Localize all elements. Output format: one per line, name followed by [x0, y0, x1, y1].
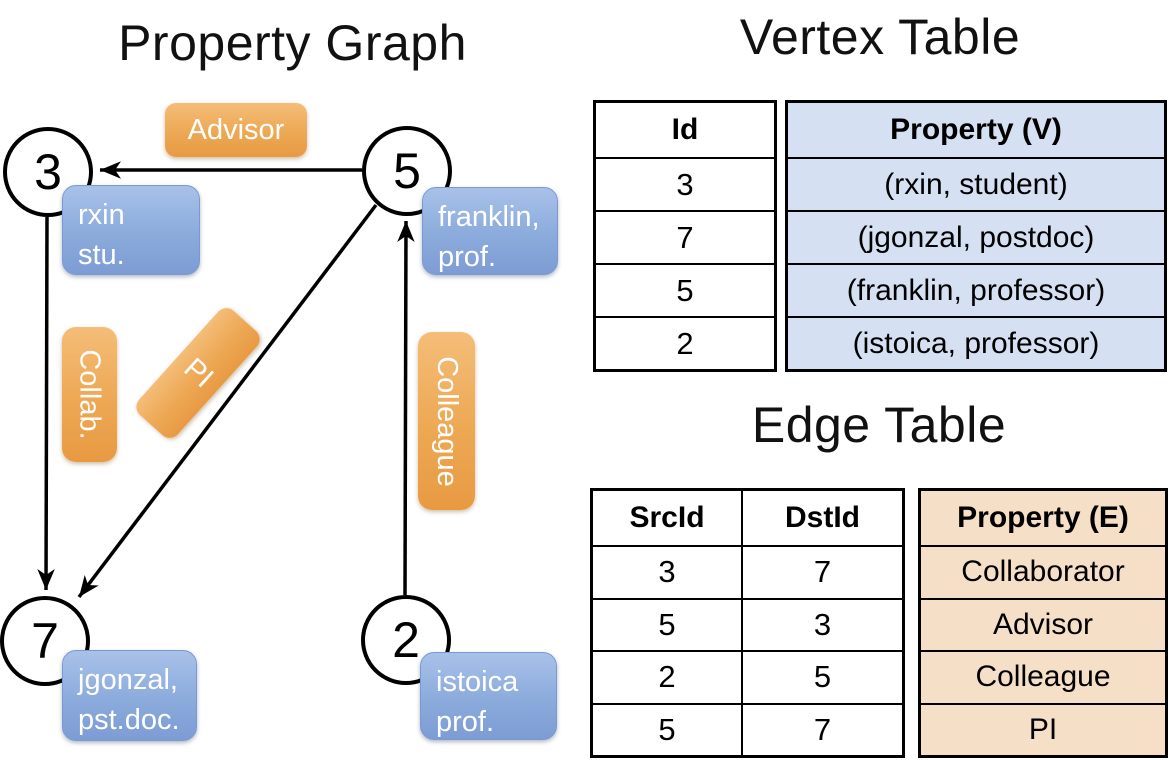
edge-label-colleague-text: Colleague [431, 355, 464, 487]
edge-table-dstid-cell: 5 [743, 650, 902, 703]
property-graph-title: Property Graph [118, 15, 467, 71]
edge-table-property-cell: Collaborator [921, 545, 1165, 598]
edge-table-dstid-cell: 3 [743, 597, 902, 651]
edge-table-srcid-header: SrcId [593, 491, 743, 545]
vertex-property-label-3-line1: rxin [78, 199, 125, 231]
edge-table-srcid-cell: 3 [593, 545, 743, 598]
vertex-node-5: 5 [362, 126, 452, 216]
vertex-table-property-cell: (rxin, student) [788, 157, 1164, 210]
vertex-property-label-7-line2: pst.doc. [78, 704, 180, 737]
vertex-table-property-cell: (istoica, professor) [788, 316, 1164, 369]
vertex-table-id-cell: 5 [596, 263, 774, 316]
vertex-node-2: 2 [361, 595, 451, 685]
vertex-table-id-header: Id [671, 113, 699, 146]
edge-table-property-cell: Advisor [921, 597, 1165, 651]
vertex-table-id-cell: 7 [596, 210, 774, 263]
vertex-table-title: Vertex Table [739, 9, 1021, 65]
edge-table-property-cell: PI [921, 702, 1165, 756]
vertex-table-property-column: Property (V) (rxin, student) (jgonzal, p… [785, 100, 1167, 372]
edge-table-srcid-cell: 5 [593, 597, 743, 650]
edge-label-pi-text: PI [177, 351, 220, 394]
vertex-property-label-5-line2: prof. [438, 241, 497, 274]
vertex-property-label-7-line1: jgonzal, [78, 664, 178, 696]
vertex-table-id-cell: 3 [596, 157, 774, 210]
edge-3-7 [37, 216, 55, 591]
vertex-property-label-3-line2: stu. [78, 239, 125, 272]
edge-label-colleague: Colleague [418, 332, 475, 510]
vertex-table-property-cell: (franklin, professor) [788, 263, 1164, 316]
edge-table-property-column: Property (E) Collaborator Advisor Collea… [918, 488, 1168, 758]
vertex-table-property-header: Property (V) [890, 113, 1062, 146]
edge-label-advisor: Advisor [165, 103, 307, 157]
vertex-property-label-5-line1: franklin, [438, 201, 540, 233]
edge-table-dstid-header: DstId [785, 501, 860, 534]
edge-table-title: Edge Table [751, 397, 1007, 453]
edge-table-property-cell: Colleague [921, 650, 1165, 703]
vertex-property-label-2: istoica prof. [420, 652, 557, 740]
vertex-property-label-5: franklin, prof. [422, 187, 558, 275]
edge-table-srcid-cell: 2 [593, 650, 743, 703]
edge-table-property-header: Property (E) [957, 501, 1129, 534]
edge-label-collab-text: Collab. [74, 349, 106, 440]
vertex-table-id-cell: 2 [596, 316, 774, 369]
vertex-table-property-cell: (jgonzal, postdoc) [788, 210, 1164, 263]
edge-label-collab: Collab. [62, 327, 117, 462]
vertex-property-label-7: jgonzal, pst.doc. [62, 650, 197, 741]
graph-edges [37, 161, 415, 599]
edge-label-advisor-text: Advisor [187, 113, 285, 146]
edge-5-7 [77, 203, 378, 599]
vertex-property-label-3: rxin stu. [62, 185, 200, 275]
edge-table-dstid-cell: 7 [743, 545, 902, 598]
vertex-table-id-column: Id 3 7 5 2 [593, 100, 777, 372]
vertex-property-label-2-line2: prof. [436, 706, 495, 739]
vertex-property-label-2-line1: istoica [436, 666, 519, 698]
edge-table-srcid-cell: 5 [593, 702, 743, 755]
edge-2-5 [397, 220, 415, 596]
edge-table-ids-columns: SrcId DstId 3 7 5 3 2 5 5 7 [590, 488, 905, 758]
edge-table-dstid-cell: 7 [743, 702, 902, 756]
